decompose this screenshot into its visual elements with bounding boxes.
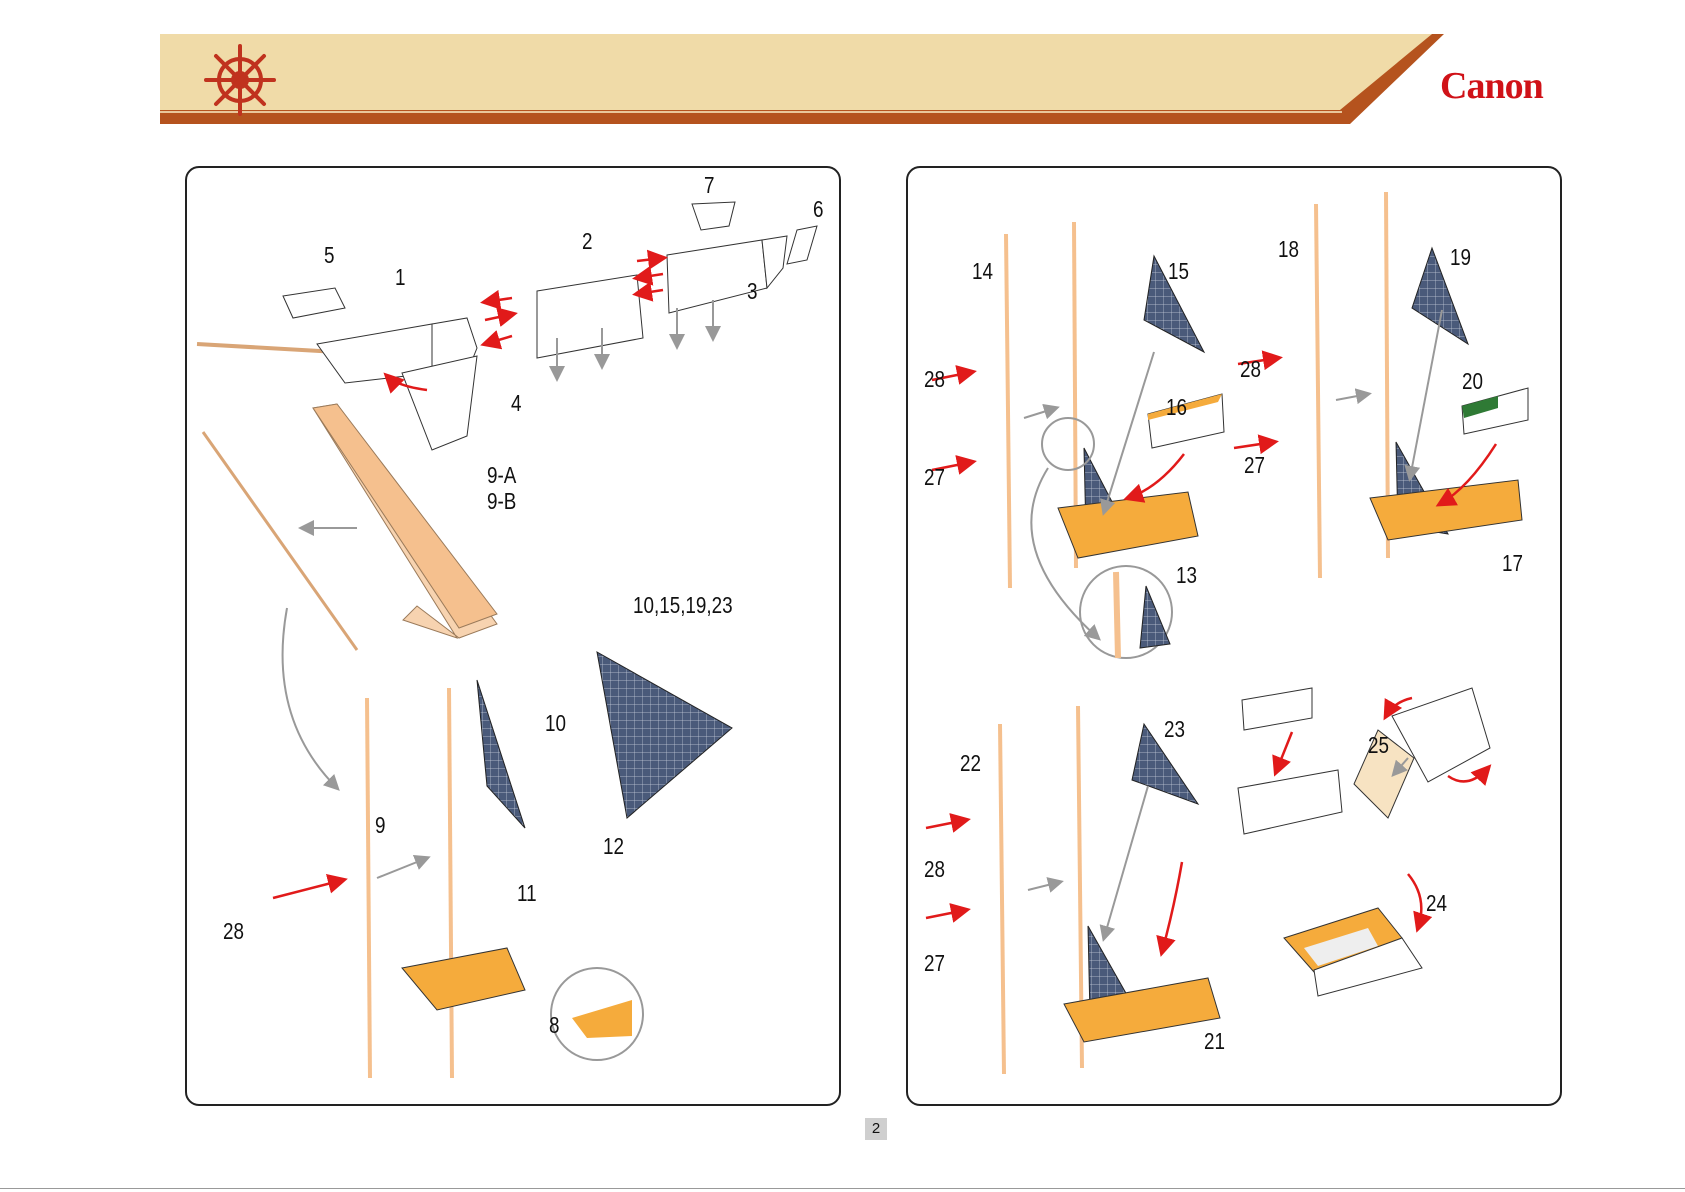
step-label-28: 28 xyxy=(223,920,244,943)
step-label-sail-set: 10,15,19,23 xyxy=(633,594,733,617)
step-label-13: 13 xyxy=(1176,564,1197,587)
step-label-27b: 27 xyxy=(1244,454,1265,477)
step-label-6: 6 xyxy=(813,198,823,221)
step-label-1: 1 xyxy=(395,266,405,289)
step-label-15: 15 xyxy=(1168,260,1189,283)
step-label-28: 28 xyxy=(924,368,945,391)
step-label-9b: 9-B xyxy=(487,490,516,513)
step-label-5: 5 xyxy=(324,244,334,267)
step-label-21: 21 xyxy=(1204,1030,1225,1053)
step-label-9: 9 xyxy=(375,814,385,837)
left-assembly-illustration xyxy=(187,168,839,1104)
bottom-divider xyxy=(0,1188,1685,1189)
step-label-12: 12 xyxy=(603,835,624,858)
step-label-25: 25 xyxy=(1368,734,1389,757)
step-label-20: 20 xyxy=(1462,370,1483,393)
page-number: 2 xyxy=(865,1118,887,1140)
step-label-8: 8 xyxy=(549,1014,559,1037)
step-label-28b: 28 xyxy=(1240,358,1261,381)
step-label-18: 18 xyxy=(1278,238,1299,261)
step-label-22: 22 xyxy=(960,752,981,775)
step-label-19: 19 xyxy=(1450,246,1471,269)
step-label-14: 14 xyxy=(972,260,993,283)
step-label-10: 10 xyxy=(545,712,566,735)
right-assembly-illustration xyxy=(908,168,1560,1104)
step-label-2: 2 xyxy=(582,230,592,253)
step-label-11: 11 xyxy=(517,882,537,905)
step-label-4: 4 xyxy=(511,392,521,415)
step-label-27: 27 xyxy=(924,466,945,489)
step-label-28c: 28 xyxy=(924,858,945,881)
step-label-27c: 27 xyxy=(924,952,945,975)
step-label-3: 3 xyxy=(747,280,757,303)
step-label-17: 17 xyxy=(1502,552,1523,575)
step-label-9a: 9-A xyxy=(487,464,516,487)
ship-wheel-icon xyxy=(200,40,280,120)
step-label-23: 23 xyxy=(1164,718,1185,741)
step-label-7: 7 xyxy=(704,174,714,197)
assembly-panel-right: 14 15 18 19 28 16 20 28 27 27 13 17 23 2… xyxy=(906,166,1562,1106)
step-label-16: 16 xyxy=(1166,396,1187,419)
canon-logo: Canon xyxy=(1440,64,1543,108)
step-label-24: 24 xyxy=(1426,892,1447,915)
assembly-panel-left: 5 1 2 7 6 3 4 9-A 9-B 10,15,19,23 10 9 1… xyxy=(185,166,841,1106)
